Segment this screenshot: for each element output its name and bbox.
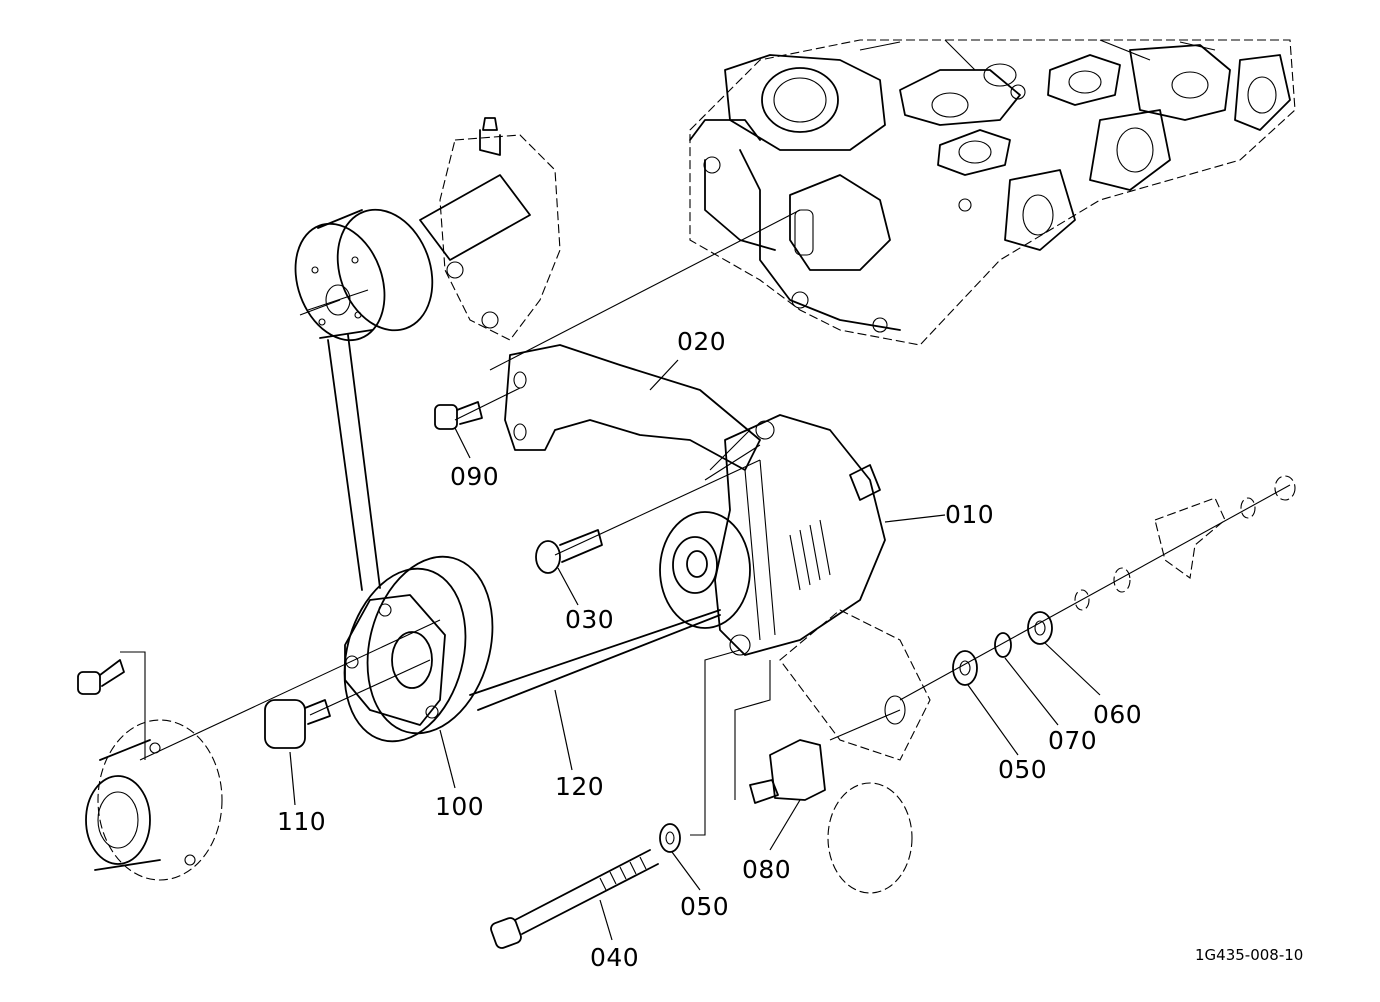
crankshaft-flange-illustration bbox=[85, 719, 223, 881]
callout-110: 110 bbox=[277, 807, 326, 836]
water-pump-illustration bbox=[419, 117, 561, 341]
spacer-080-illustration bbox=[749, 609, 931, 894]
drawing-code: 1G435-008-10 bbox=[1195, 946, 1303, 964]
hardware-stack-illustration bbox=[952, 475, 1296, 686]
engine-block-illustration bbox=[689, 39, 1296, 346]
callout-080: 080 bbox=[742, 855, 791, 884]
callout-030: 030 bbox=[565, 605, 614, 634]
crank-pulley-illustration bbox=[343, 555, 494, 743]
callout-010: 010 bbox=[945, 500, 994, 529]
bolt-110-illustration bbox=[264, 699, 331, 749]
bolt-090-illustration bbox=[434, 401, 483, 430]
washer-050-illustration bbox=[659, 823, 681, 853]
callout-labels: 010 020 030 040 050 050 060 070 080 090 … bbox=[277, 327, 1142, 972]
callout-050-right: 050 bbox=[998, 755, 1047, 784]
long-bolt-040-illustration bbox=[490, 849, 659, 949]
callout-060: 060 bbox=[1093, 700, 1142, 729]
callout-070: 070 bbox=[1048, 726, 1097, 755]
bolt-030-illustration bbox=[535, 529, 603, 574]
callout-120: 120 bbox=[555, 772, 604, 801]
callout-050-bottom: 050 bbox=[680, 892, 729, 921]
exploded-center-lines bbox=[120, 209, 1291, 836]
alternator-bracket-illustration bbox=[504, 344, 761, 481]
callout-100: 100 bbox=[435, 792, 484, 821]
callout-leaders bbox=[289, 359, 1101, 941]
callout-040: 040 bbox=[590, 943, 639, 972]
callout-020: 020 bbox=[677, 327, 726, 356]
callout-090: 090 bbox=[450, 462, 499, 491]
v-belt-illustration bbox=[327, 334, 721, 711]
small-bolt-illustration bbox=[77, 659, 125, 695]
fan-pulley-illustration bbox=[294, 208, 434, 342]
alternator-illustration bbox=[659, 414, 886, 656]
